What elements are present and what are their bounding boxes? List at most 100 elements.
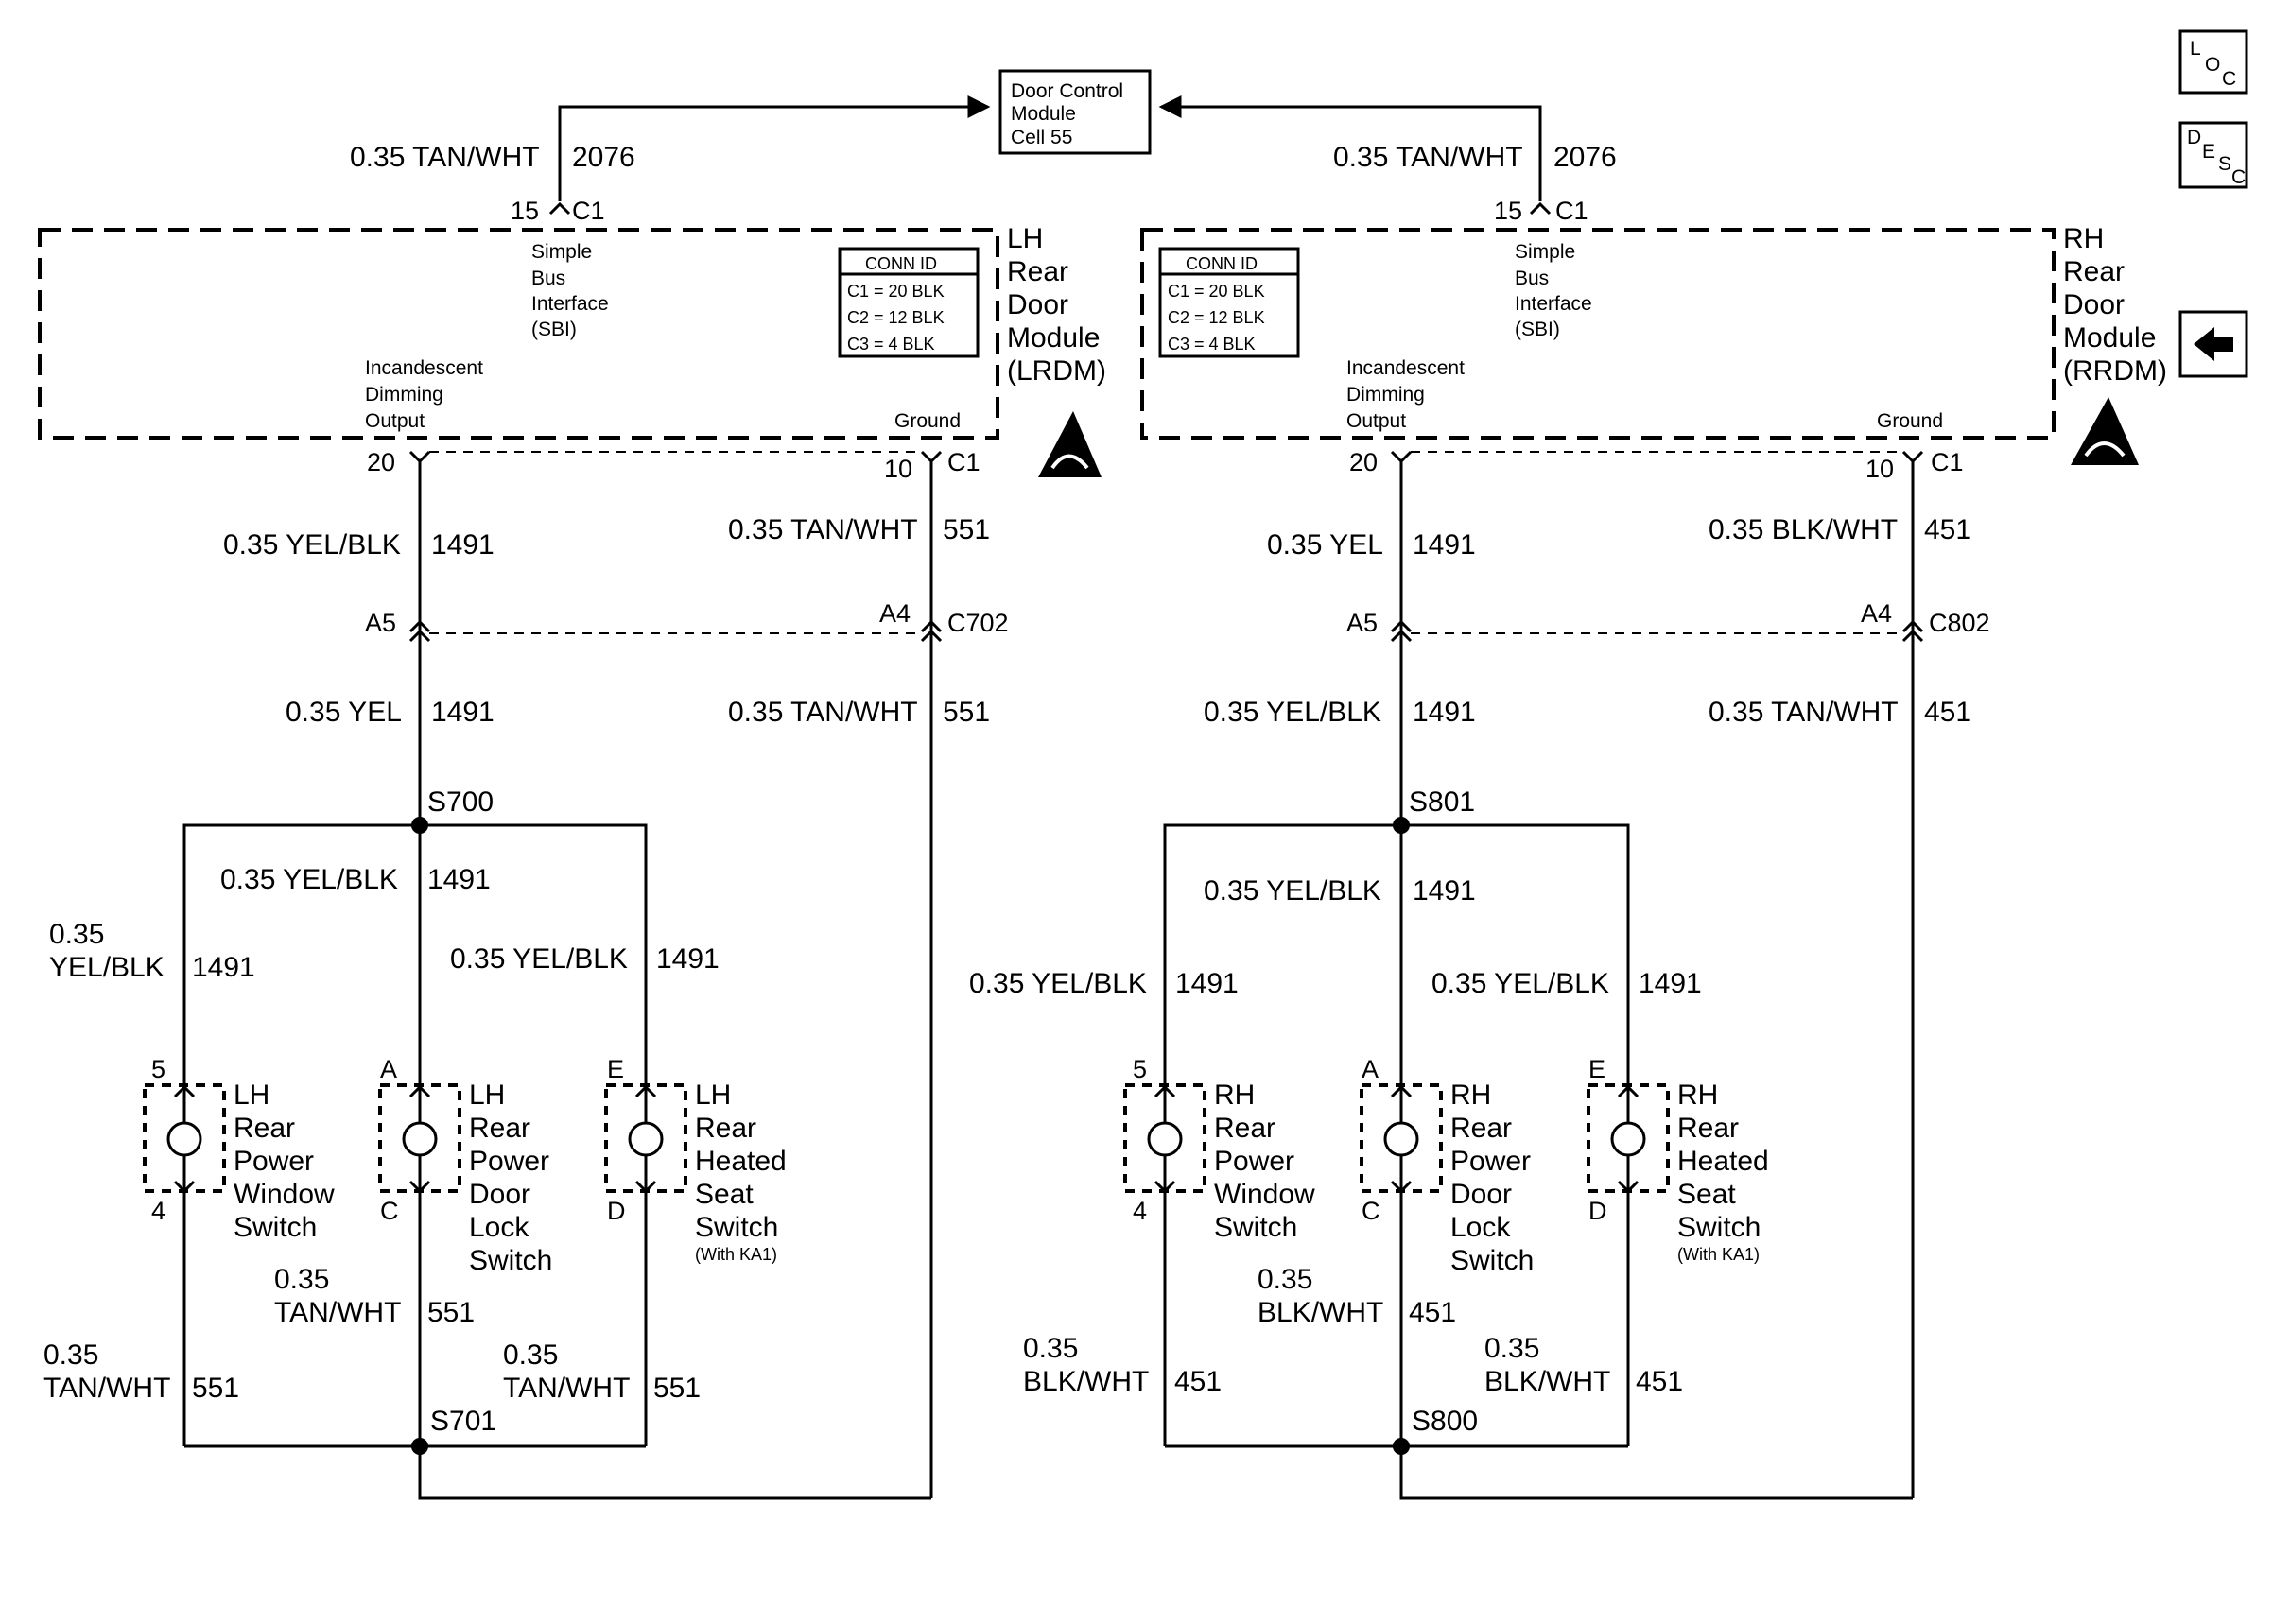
esd-warning-icon bbox=[2071, 397, 2139, 465]
lrdm-l4: Module bbox=[1007, 322, 1100, 354]
svg-text:C1 = 20 BLK: C1 = 20 BLK bbox=[1168, 282, 1265, 301]
right-w2-gauge: 0.35 BLK/WHT bbox=[1709, 514, 1898, 545]
rrdm-l5: (RRDM) bbox=[2063, 355, 2167, 387]
svg-text:Power: Power bbox=[1214, 1146, 1294, 1177]
svg-text:Rear: Rear bbox=[234, 1113, 295, 1144]
svg-text:C1 = 20 BLK: C1 = 20 BLK bbox=[847, 282, 945, 301]
svg-text:Power: Power bbox=[234, 1146, 314, 1177]
right-g2-circuit: 451 bbox=[1409, 1297, 1456, 1328]
left-w1-gauge: 0.35 YEL/BLK bbox=[223, 529, 401, 561]
svg-text:Seat: Seat bbox=[1677, 1179, 1736, 1210]
svg-text:LH: LH bbox=[469, 1080, 505, 1111]
lrdm-l2: Rear bbox=[1007, 256, 1068, 287]
svg-text:E: E bbox=[1588, 1055, 1605, 1083]
svg-text:Power: Power bbox=[1450, 1146, 1531, 1177]
right-dim-l1: Incandescent bbox=[1346, 357, 1465, 379]
svg-text:Rear: Rear bbox=[1450, 1113, 1512, 1144]
lamp-icon bbox=[402, 1121, 438, 1157]
svg-text:4: 4 bbox=[1133, 1197, 1147, 1225]
left-circuit: 0.35 TAN/WHT 2076 15 C1 LH Rear Door Mod… bbox=[38, 142, 1106, 1500]
left-top-pin: 15 bbox=[511, 197, 539, 225]
left-sbi-l2: Bus bbox=[531, 268, 565, 289]
esd-warning-icon bbox=[1038, 411, 1102, 477]
right-pin-dim: 20 bbox=[1349, 448, 1378, 476]
rrdm-l1: RH bbox=[2063, 223, 2104, 254]
right-sbi-l4: (SBI) bbox=[1515, 319, 1560, 340]
svg-text:Rear: Rear bbox=[1677, 1113, 1739, 1144]
left-w2-gauge: 0.35 TAN/WHT bbox=[728, 514, 918, 545]
lh-rear-power-door-lock-switch: A C LH Rear Power Door Lock Switch bbox=[378, 1055, 552, 1276]
right-splice-bot-label: S800 bbox=[1412, 1406, 1478, 1437]
lamp-icon bbox=[1147, 1121, 1183, 1157]
left-g1-circuit: 551 bbox=[192, 1373, 239, 1404]
svg-text:Lock: Lock bbox=[1450, 1212, 1511, 1243]
svg-text:RH: RH bbox=[1450, 1080, 1491, 1111]
right-g1-gauge1: 0.35 bbox=[1023, 1333, 1078, 1364]
left-w2-circuit: 551 bbox=[943, 514, 990, 545]
rrdm-l2: Rear bbox=[2063, 256, 2125, 287]
right-g1-gauge2: BLK/WHT bbox=[1023, 1366, 1149, 1397]
left-w1-circuit: 1491 bbox=[431, 529, 495, 561]
left-pin-gnd: 10 bbox=[884, 455, 912, 483]
left-top-pin-mark bbox=[548, 201, 571, 216]
right-g2-gauge1: 0.35 bbox=[1258, 1264, 1312, 1295]
left-g3-gauge1: 0.35 bbox=[503, 1339, 558, 1371]
rrdm-box bbox=[1140, 228, 2056, 440]
door-control-module: Door Control Module Cell 55 bbox=[998, 69, 1152, 155]
rh-rear-power-door-lock-switch: A C RH Rear Power Door Lock Switch bbox=[1360, 1055, 1534, 1276]
svg-text:D: D bbox=[1588, 1197, 1607, 1225]
svg-text:5: 5 bbox=[1133, 1055, 1147, 1083]
left-wc-gauge: 0.35 YEL/BLK bbox=[450, 943, 628, 975]
right-inline-a: A5 bbox=[1346, 609, 1378, 637]
svg-text:C2 = 12 BLK: C2 = 12 BLK bbox=[847, 308, 945, 327]
right-w3-circuit: 1491 bbox=[1413, 697, 1476, 728]
left-g1-gauge2: TAN/WHT bbox=[43, 1373, 170, 1404]
svg-text:Heated: Heated bbox=[695, 1146, 787, 1177]
lrdm-l5: (LRDM) bbox=[1007, 355, 1106, 387]
left-bus-wire bbox=[558, 95, 991, 201]
svg-text:E: E bbox=[2202, 141, 2215, 163]
svg-text:CONN ID: CONN ID bbox=[1186, 254, 1258, 273]
svg-text:Switch: Switch bbox=[695, 1212, 778, 1243]
right-w2-circuit: 451 bbox=[1924, 514, 1971, 545]
right-g1-circuit: 451 bbox=[1174, 1366, 1222, 1397]
left-wb-circuit: 1491 bbox=[192, 952, 255, 983]
svg-text:C: C bbox=[2222, 68, 2236, 90]
loc-icon[interactable]: L O C bbox=[2178, 29, 2248, 95]
svg-text:Window: Window bbox=[234, 1179, 335, 1210]
left-g3-gauge2: TAN/WHT bbox=[503, 1373, 630, 1404]
right-wc-gauge: 0.35 YEL/BLK bbox=[1431, 968, 1609, 999]
right-g3-circuit: 451 bbox=[1636, 1366, 1683, 1397]
left-top-wire-circuit: 2076 bbox=[572, 142, 635, 173]
lrdm-l1: LH bbox=[1007, 223, 1043, 254]
svg-text:Switch: Switch bbox=[1450, 1245, 1534, 1276]
top-module-line3: Cell 55 bbox=[1011, 127, 1072, 148]
left-pin-gnd-conn: C1 bbox=[947, 448, 980, 476]
left-arrow-icon[interactable] bbox=[2178, 310, 2248, 378]
right-g2-gauge2: BLK/WHT bbox=[1258, 1297, 1383, 1328]
svg-text:O: O bbox=[2205, 54, 2220, 76]
lh-rear-heated-seat-switch: E D LH Rear Heated Seat Switch (With KA1… bbox=[604, 1055, 787, 1264]
left-wa-circuit: 1491 bbox=[427, 864, 491, 895]
svg-text:(With KA1): (With KA1) bbox=[1677, 1245, 1760, 1264]
svg-text:D: D bbox=[607, 1197, 626, 1225]
right-wb-circuit: 1491 bbox=[1175, 968, 1239, 999]
right-w1-gauge: 0.35 YEL bbox=[1267, 529, 1383, 561]
top-module-line2: Module bbox=[1011, 103, 1076, 125]
left-dim-l3: Output bbox=[365, 410, 425, 432]
left-top-wire-gauge: 0.35 TAN/WHT bbox=[350, 142, 540, 173]
svg-text:D: D bbox=[2187, 127, 2201, 148]
svg-text:Heated: Heated bbox=[1677, 1146, 1769, 1177]
desc-icon[interactable]: D E S C bbox=[2178, 121, 2248, 189]
svg-text:Rear: Rear bbox=[469, 1113, 530, 1144]
left-conn-id-table: CONN ID C1 = 20 BLK C2 = 12 BLK C3 = 4 B… bbox=[838, 247, 980, 358]
right-pin-gnd: 10 bbox=[1865, 455, 1894, 483]
right-top-pin: 15 bbox=[1494, 197, 1522, 225]
right-top-wire-gauge: 0.35 TAN/WHT bbox=[1333, 142, 1523, 173]
lamp-icon bbox=[1610, 1121, 1646, 1157]
left-w4-circuit: 551 bbox=[943, 697, 990, 728]
lrdm-l3: Door bbox=[1007, 289, 1068, 320]
svg-text:Lock: Lock bbox=[469, 1212, 529, 1243]
svg-text:Switch: Switch bbox=[1677, 1212, 1761, 1243]
left-g2-gauge2: TAN/WHT bbox=[274, 1297, 401, 1328]
